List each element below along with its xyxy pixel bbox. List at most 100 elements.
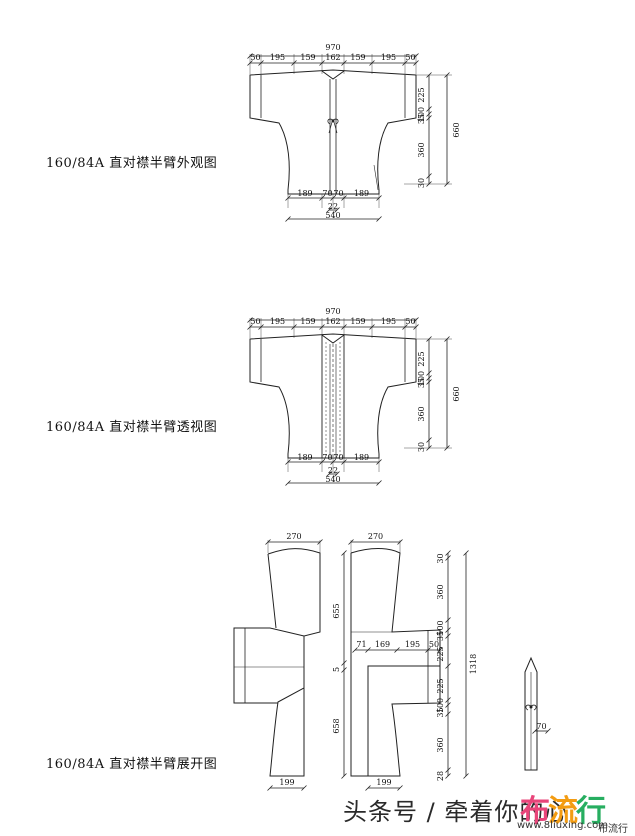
hem-part-tick	[330, 459, 336, 465]
jacket-outline	[249, 333, 417, 459]
total-length-label: 660	[452, 122, 461, 137]
center-gap-tick	[326, 471, 332, 477]
right-stack-label: 100	[436, 620, 445, 635]
total-width-label: 970	[325, 307, 340, 316]
hem-part-tick	[376, 195, 382, 201]
right-height-label: 35	[417, 378, 426, 388]
placket-line	[329, 79, 337, 194]
right-stack-label: 100	[436, 698, 445, 713]
hem-part-tick	[319, 459, 325, 465]
right-height-label: 35	[417, 114, 426, 124]
right-height-tick	[426, 111, 432, 117]
watermark-text: 头条号 / 牵着你的心	[343, 798, 570, 826]
right-stack-label: 28	[436, 771, 445, 781]
watermark-logo-glyph: 行	[576, 794, 606, 829]
front-hem-width-tick	[397, 785, 403, 791]
watermark-logo-glyph: 布	[520, 794, 550, 829]
right-stack-label: 360	[436, 584, 445, 599]
width-part-label: 159	[300, 317, 315, 326]
right-stack-label: 225	[436, 646, 445, 661]
right-height-label: 225	[417, 351, 426, 366]
hem-part-label: 189	[354, 453, 369, 462]
hem-part-label: 70	[333, 189, 343, 198]
placket-outline	[321, 335, 345, 458]
width-part-label: 50	[405, 53, 415, 62]
placket-width-tick	[532, 728, 538, 734]
sleeve-part-label: 169	[375, 640, 390, 649]
right-stack-label: 35	[436, 707, 445, 717]
caption-transparent: 160/84A 直对襟半臂透视图	[46, 420, 218, 435]
hem-part-label: 189	[354, 189, 369, 198]
hem-width-tick	[376, 480, 382, 486]
width-part-label: 50	[405, 317, 415, 326]
right-height-tick	[426, 437, 432, 443]
width-part-label: 159	[350, 317, 365, 326]
hem-part-tick	[285, 195, 291, 201]
right-height-label: 30	[417, 442, 426, 452]
width-part-label: 162	[325, 53, 340, 62]
right-height-label: 100	[417, 107, 426, 122]
right-height-tick	[426, 370, 432, 376]
right-stack-tick	[445, 617, 451, 623]
hem-part-label: 70	[322, 189, 332, 198]
width-part-label: 50	[250, 317, 260, 326]
back-piece-outline	[233, 548, 321, 777]
front-length-label: 658	[332, 718, 341, 733]
side-slit-line	[373, 164, 379, 191]
total-length-label: 660	[452, 386, 461, 401]
placket-strip-outline	[524, 656, 538, 771]
width-part-label: 195	[270, 53, 285, 62]
right-stack-tick	[445, 702, 451, 708]
center-gap-tick	[334, 471, 340, 477]
hem-part-tick	[341, 195, 347, 201]
right-height-tick	[426, 173, 432, 179]
hem-part-tick	[285, 459, 291, 465]
right-height-label: 360	[417, 142, 426, 157]
front-length-label: 655	[332, 603, 341, 618]
sleeve-part-tick	[437, 647, 443, 653]
sleeve-part-tick	[425, 647, 431, 653]
full-length-tick	[463, 550, 469, 556]
right-stack-label: 35	[436, 631, 445, 641]
collar-outline	[321, 334, 345, 344]
center-gap-label: 22	[328, 466, 338, 475]
hem-part-tick	[330, 195, 336, 201]
tie-knot-icon	[529, 705, 533, 709]
hem-part-tick	[319, 195, 325, 201]
right-stack-tick	[445, 697, 451, 703]
right-height-label: 225	[417, 87, 426, 102]
width-part-label: 195	[270, 317, 285, 326]
tie-bow-icon	[525, 704, 537, 711]
caption-pattern: 160/84A 直对襟半臂展开图	[46, 757, 218, 772]
right-stack-tick	[445, 627, 451, 633]
placket-width-label: 70	[536, 722, 546, 731]
caption-exterior: 160/84A 直对襟半臂外观图	[46, 156, 218, 171]
hem-part-label: 70	[322, 453, 332, 462]
sleeve-part-tick	[365, 647, 371, 653]
front-piece-outline	[350, 548, 441, 777]
hem-width-label: 540	[325, 211, 340, 220]
hem-part-label: 189	[297, 453, 312, 462]
collar-outline	[321, 70, 345, 80]
center-gap-tick	[326, 207, 332, 213]
placket-inner-line	[329, 344, 337, 458]
right-stack-label: 30	[436, 553, 445, 563]
tie-bow-icon	[327, 118, 339, 125]
right-stack-label: 225	[436, 678, 445, 693]
width-part-label: 162	[325, 317, 340, 326]
width-part-label: 50	[250, 53, 260, 62]
back-hem-width-tick	[267, 785, 273, 791]
hem-part-label: 70	[333, 453, 343, 462]
watermark-url: www.8liuxing.com	[517, 820, 608, 831]
center-gap-label: 22	[328, 202, 338, 211]
front-hem-width-tick	[365, 785, 371, 791]
right-stack-tick	[445, 711, 451, 717]
watermark-brand: 布流行	[598, 824, 628, 835]
front-length-tick	[341, 550, 347, 556]
hem-part-tick	[341, 459, 347, 465]
placket-width-tick	[545, 728, 551, 734]
